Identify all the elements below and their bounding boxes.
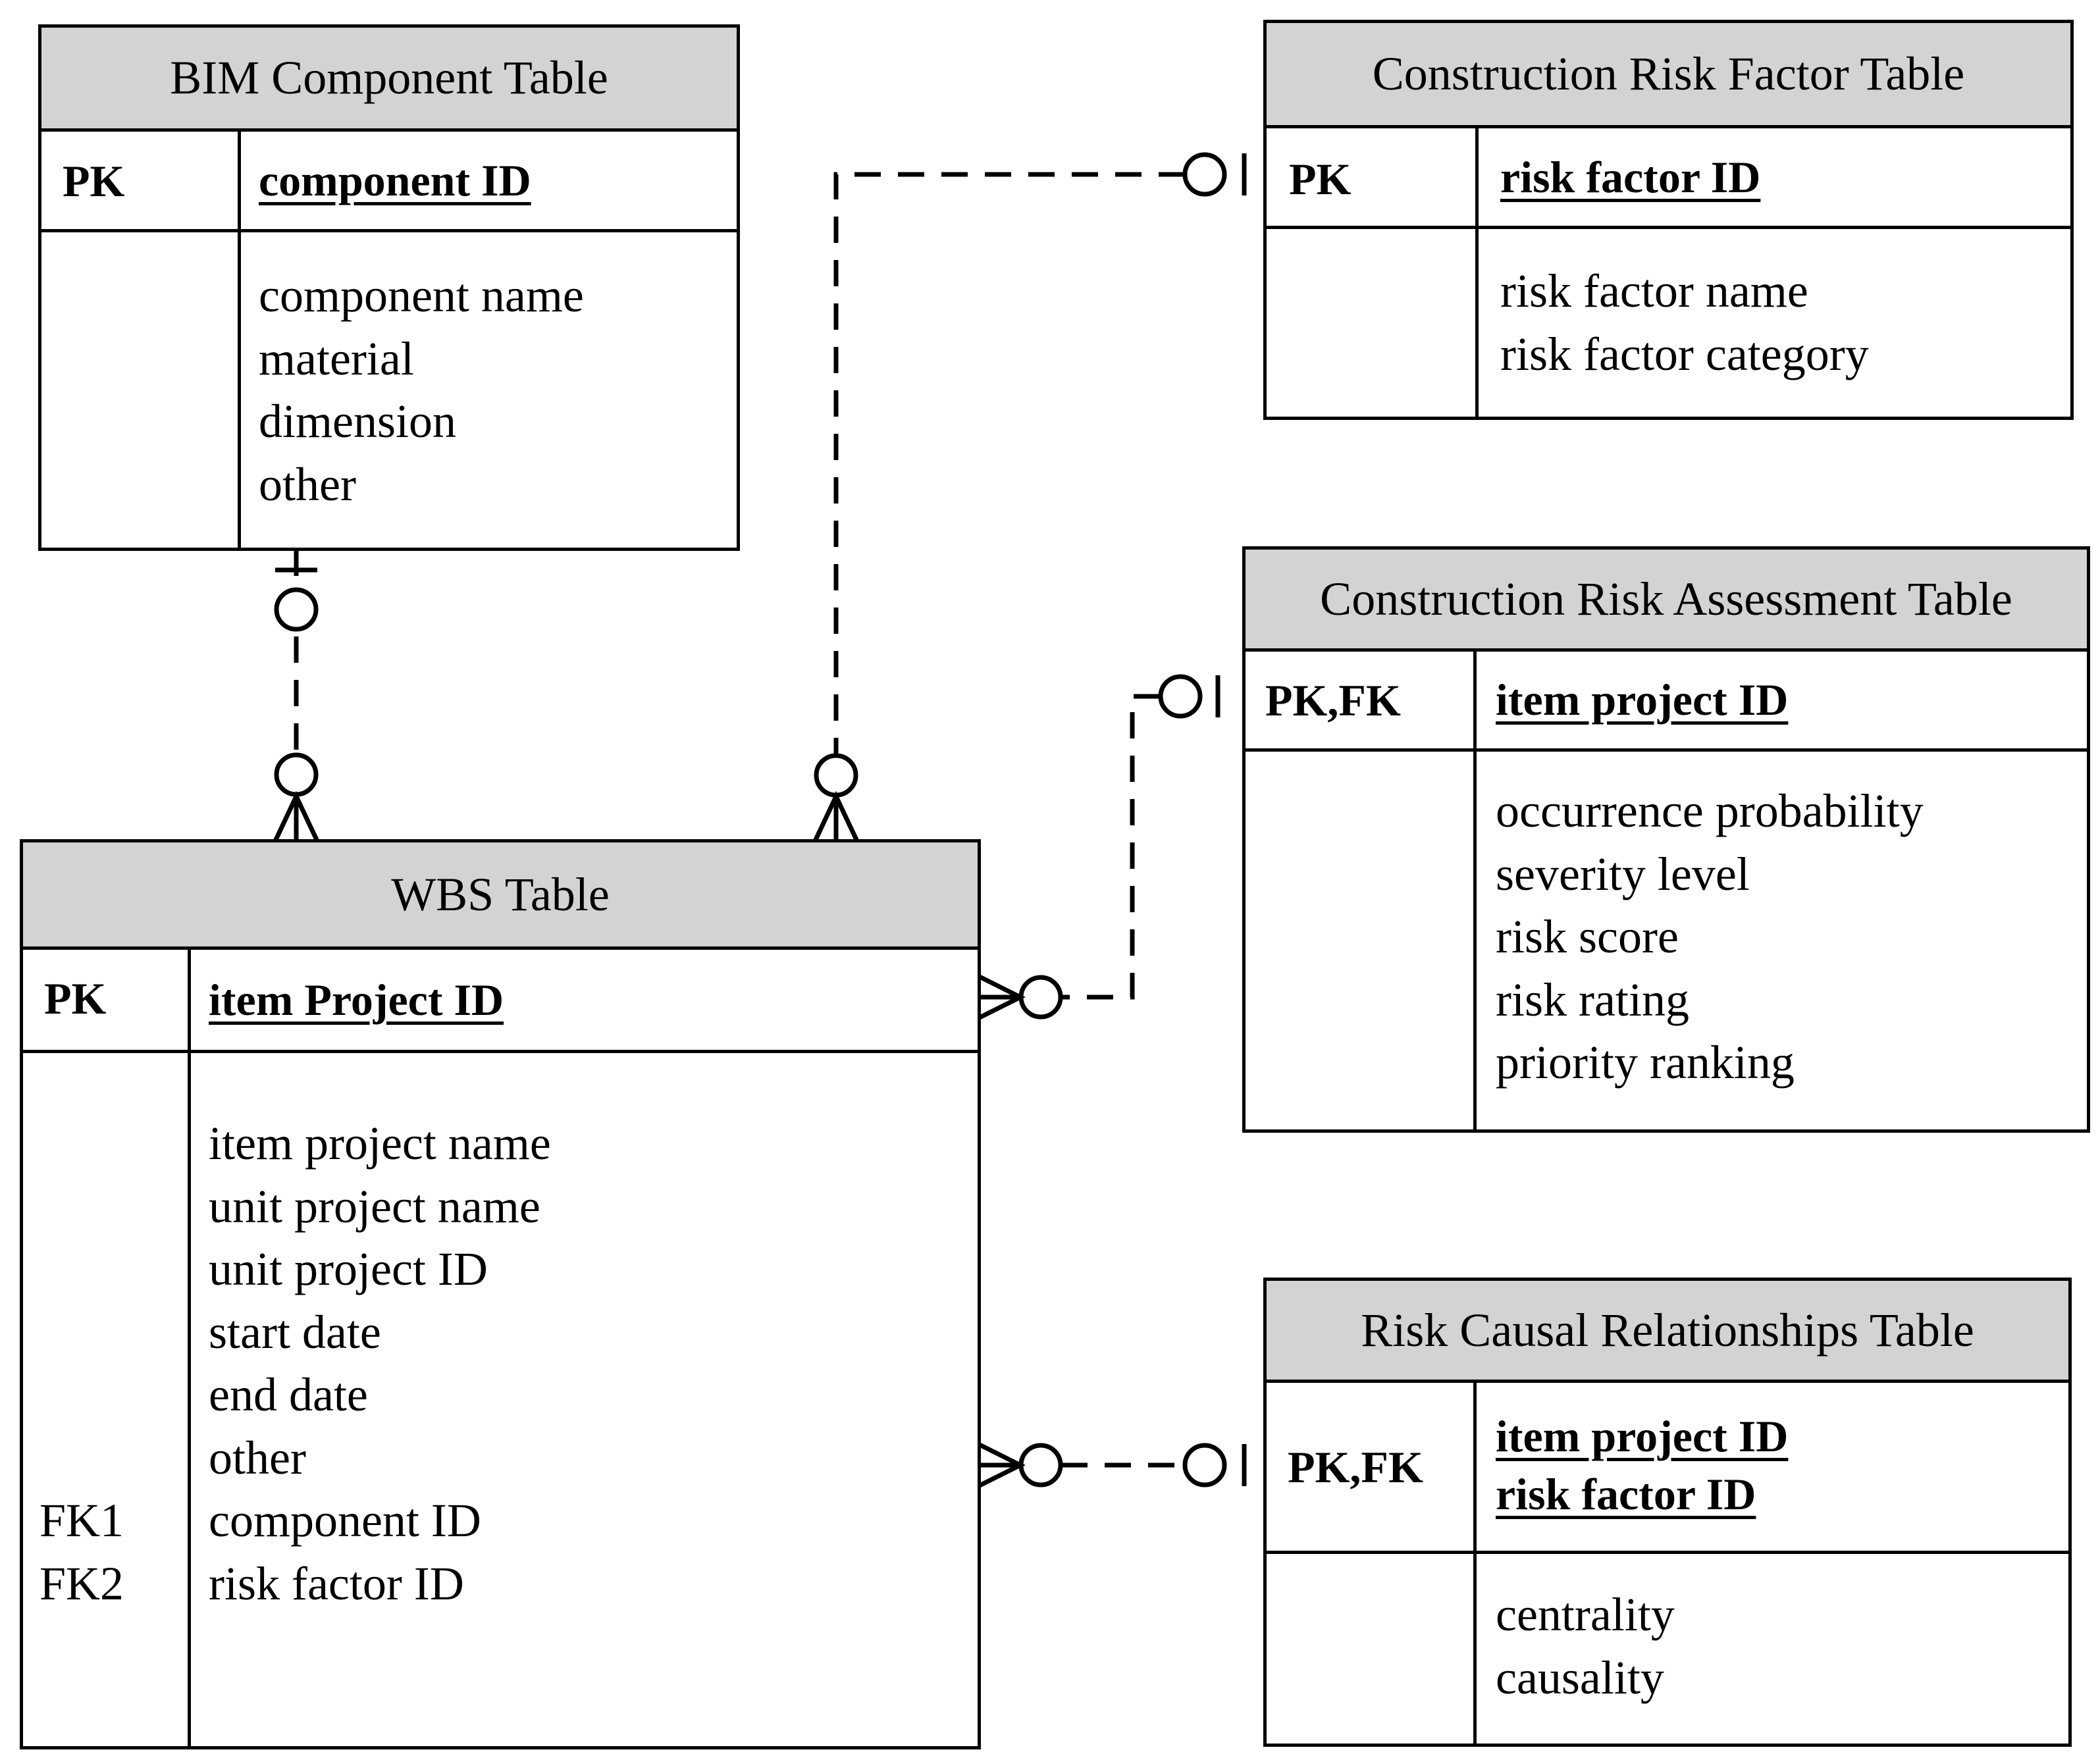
fk2-label: FK2: [39, 1557, 124, 1610]
attribute: risk factor ID: [209, 1557, 464, 1610]
attribute: risk factor category: [1500, 327, 1869, 380]
attribute: component name: [259, 269, 584, 322]
primary-key-row: [23, 946, 978, 1053]
attribute: severity level: [1496, 847, 1750, 900]
pk-fk-label: PK,FK: [1288, 1442, 1423, 1492]
dashed-line: [1061, 694, 1160, 1000]
zero-circle-marker: [274, 752, 319, 797]
attribute: risk factor name: [1500, 265, 1808, 317]
pk-field: risk factor ID: [1496, 1469, 1756, 1519]
construction-risk-assessment-table: Construction Risk Assessment Table PK,FK…: [1242, 546, 2090, 1133]
attribute: item project name: [209, 1117, 551, 1170]
attribute: component ID: [209, 1494, 481, 1547]
pk-label: PK: [44, 973, 107, 1023]
pk-fields: item project ID risk factor ID: [1496, 1407, 1788, 1523]
zero-circle-marker: [814, 753, 858, 798]
pk-fk-label: PK,FK: [1265, 675, 1401, 725]
attribute-list: occurrence probability severity level ri…: [1496, 780, 1924, 1095]
attribute-list: risk factor name risk factor category: [1500, 260, 1869, 386]
attribute: unit project ID: [209, 1243, 488, 1295]
fk1-label: FK1: [39, 1494, 124, 1547]
attribute-list: centrality causality: [1496, 1584, 1675, 1709]
pk-field: item project ID: [1496, 1411, 1789, 1461]
attribute: risk rating: [1496, 973, 1689, 1026]
table-title: Construction Risk Factor Table: [1267, 23, 2070, 128]
attribute: causality: [1496, 1651, 1664, 1704]
pk-fields: item Project ID: [209, 971, 504, 1029]
table-title: BIM Component Table: [41, 28, 737, 132]
column-divider: [1473, 648, 1477, 1133]
attribute-list: item project name unit project name unit…: [209, 1112, 551, 1615]
attribute: priority ranking: [1496, 1036, 1795, 1089]
attribute: occurrence probability: [1496, 785, 1924, 837]
primary-key-row: [1246, 648, 2087, 752]
attribute: dimension: [259, 395, 456, 448]
bim-component-table: BIM Component Table PK component ID comp…: [38, 24, 740, 551]
risk-causal-relationships-table: Risk Causal Relationships Table PK,FK it…: [1263, 1278, 2072, 1747]
zero-circle-marker: [1182, 152, 1227, 197]
attribute: material: [259, 332, 414, 385]
primary-key-row: [41, 128, 737, 232]
zero-circle-marker: [1158, 674, 1203, 719]
column-divider: [1473, 1380, 1477, 1747]
column-divider: [188, 946, 191, 1749]
primary-key-row: [1267, 1380, 2068, 1554]
connector-assessment-wbs: [978, 674, 1221, 1020]
wbs-table: WBS Table PK item Project ID FK1 FK2 ite…: [20, 839, 981, 1749]
attribute: other: [259, 457, 356, 511]
zero-circle-marker: [1018, 1443, 1063, 1487]
attribute-list: component name material dimension other: [259, 265, 584, 516]
foreign-key-labels: FK1 FK2: [39, 1112, 171, 1615]
construction-risk-factor-table: Construction Risk Factor Table PK risk f…: [1263, 20, 2074, 420]
primary-key-row: [1267, 125, 2070, 229]
attribute: unit project name: [209, 1179, 540, 1233]
pk-field: component ID: [259, 155, 531, 205]
attribute: centrality: [1496, 1588, 1675, 1641]
connector-riskfactor-wbs: [812, 152, 1247, 842]
table-title: Construction Risk Assessment Table: [1246, 550, 2087, 652]
pk-field: item project ID: [1496, 675, 1789, 725]
zero-circle-marker: [1018, 975, 1063, 1020]
pk-label: PK: [63, 156, 125, 206]
attribute: start date: [209, 1305, 381, 1358]
connector-causal-wbs: [978, 1442, 1247, 1488]
pk-field: item Project ID: [209, 975, 504, 1025]
pk-field: risk factor ID: [1500, 152, 1761, 202]
pk-fields: item project ID: [1496, 671, 1788, 729]
pk-fields: component ID: [259, 151, 531, 209]
zero-circle-marker: [274, 587, 319, 632]
pk-label: PK: [1289, 154, 1352, 204]
attribute: end date: [209, 1368, 368, 1421]
column-divider: [1475, 125, 1479, 420]
pk-fields: risk factor ID: [1500, 148, 1760, 206]
dashed-line: [833, 172, 1185, 756]
table-title: WBS Table: [23, 842, 978, 950]
column-divider: [238, 128, 241, 551]
attribute: risk score: [1496, 910, 1679, 963]
connector-bim-wbs: [273, 550, 320, 842]
attribute: other: [209, 1431, 306, 1484]
zero-circle-marker: [1182, 1443, 1227, 1487]
table-title: Risk Causal Relationships Table: [1267, 1281, 2068, 1383]
